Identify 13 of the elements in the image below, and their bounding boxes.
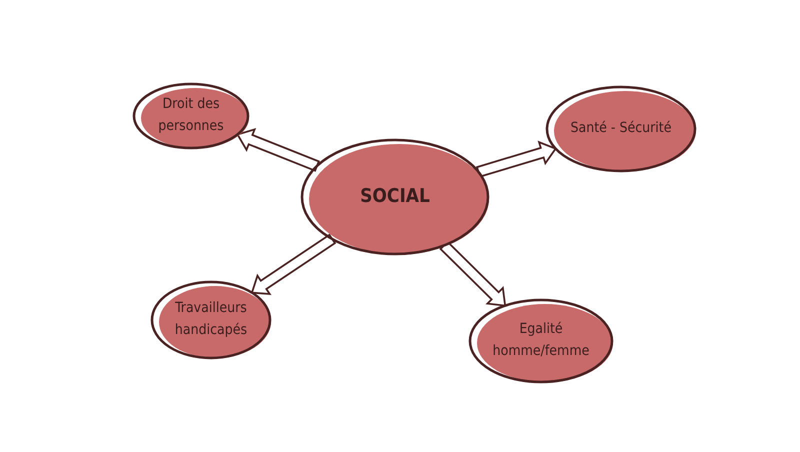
oval-node	[545, 85, 697, 173]
block-arrow	[236, 128, 320, 172]
oval-node	[468, 298, 614, 384]
node-label: Travailleurs handicapés	[174, 299, 248, 340]
node-label: Egalité homme/femme	[492, 320, 590, 361]
oval-node	[132, 82, 250, 150]
node-label: SOCIAL	[359, 184, 431, 210]
node-label: Santé - Sécurité	[570, 119, 672, 138]
oval-node	[300, 138, 490, 256]
node-label: Droit des personnes	[157, 95, 225, 136]
block-arrow	[476, 140, 558, 178]
block-arrow	[250, 234, 336, 296]
oval-node	[150, 280, 272, 360]
